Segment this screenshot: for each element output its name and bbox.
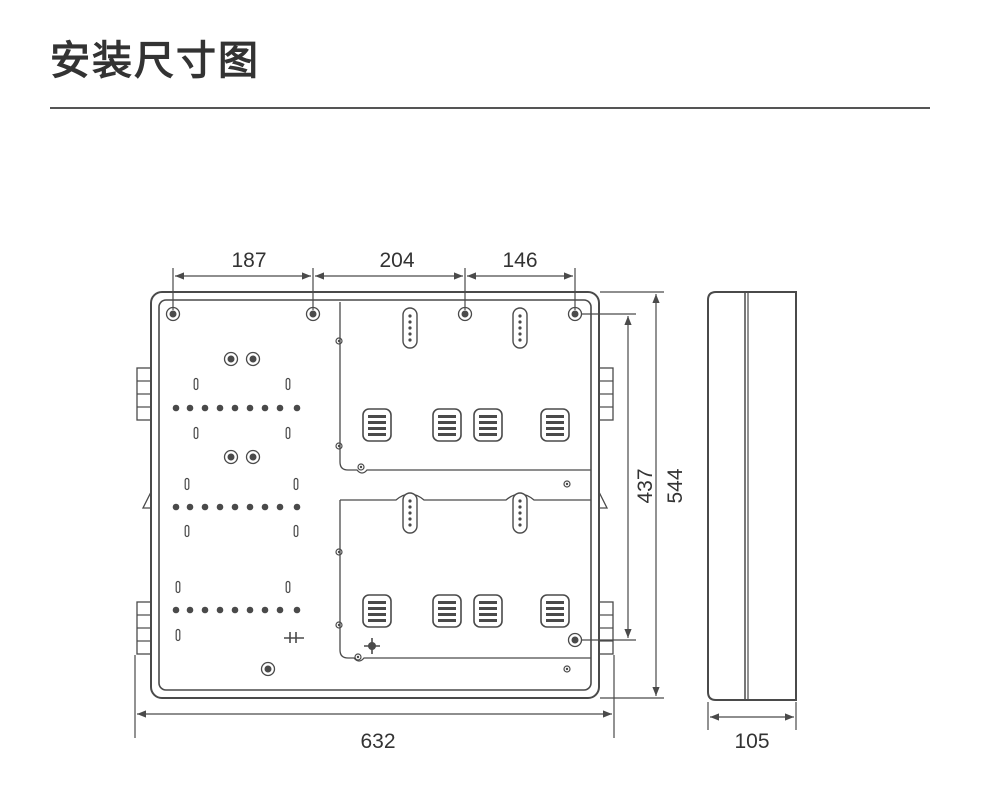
outer-frame	[150, 291, 600, 699]
enclosure-front-view	[136, 291, 614, 699]
dim-label-105: 105	[734, 730, 769, 753]
page-title: 安装尺寸图	[50, 38, 260, 84]
title-divider	[50, 107, 930, 109]
hinge-right-bottom	[598, 601, 614, 655]
left-mounting-holes	[172, 351, 380, 654]
dimension-lines	[134, 268, 797, 738]
lower-compartment-outline	[339, 500, 591, 662]
dim-label-187: 187	[231, 249, 266, 272]
inner-panel	[158, 299, 592, 691]
dim-label-146: 146	[502, 249, 537, 272]
hinge-left-top	[136, 367, 152, 421]
dim-label-204: 204	[379, 249, 414, 272]
dim-label-437: 437	[634, 468, 657, 503]
latch-right	[598, 491, 609, 509]
hinge-left-bottom	[136, 601, 152, 655]
enclosure-side-view	[707, 291, 797, 701]
upper-compartment-outline	[339, 302, 591, 474]
dim-label-632: 632	[360, 730, 395, 753]
dim-label-544: 544	[664, 468, 687, 503]
hinge-right-top	[598, 367, 614, 421]
latch-left	[141, 491, 152, 509]
